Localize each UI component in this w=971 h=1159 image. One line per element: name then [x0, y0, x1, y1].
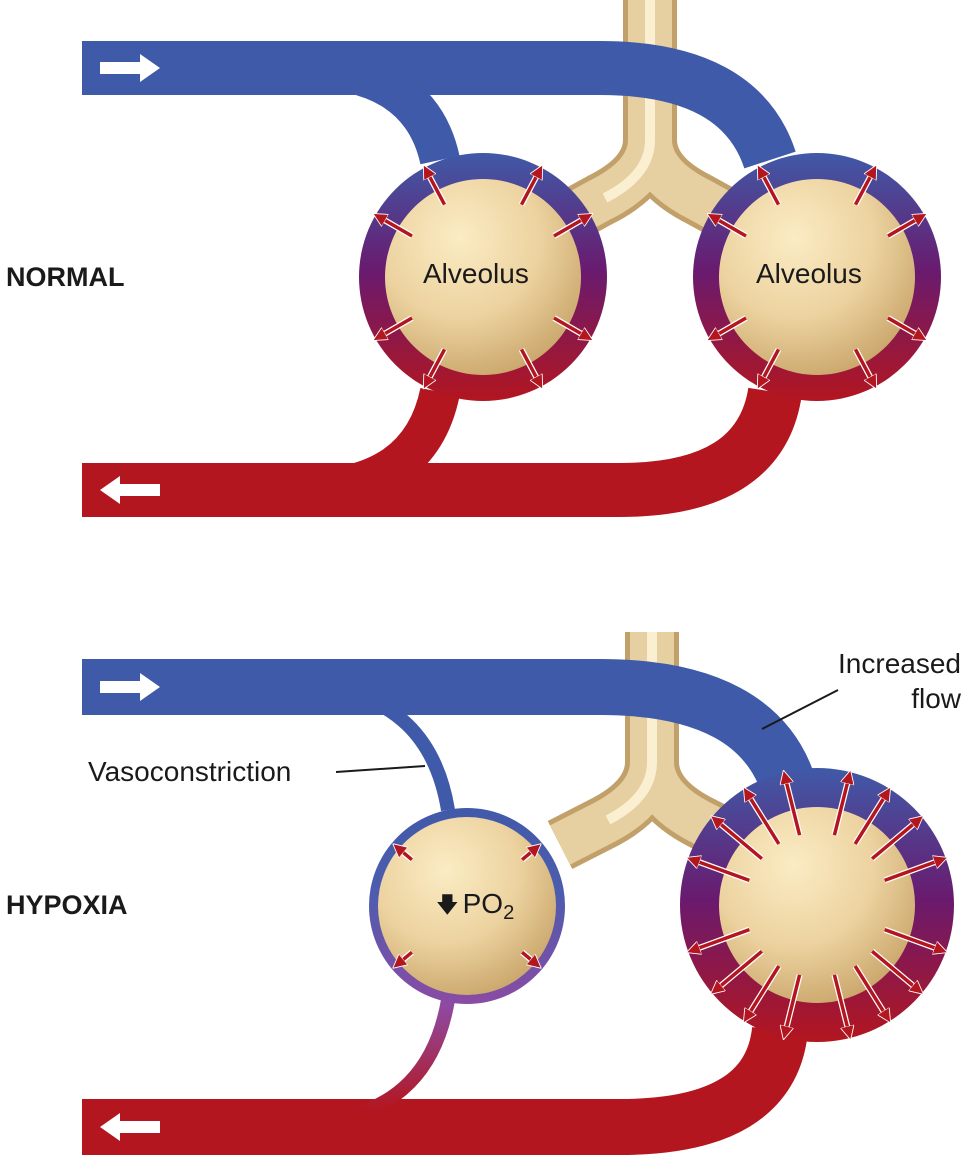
- red-arrow-icon: [853, 348, 873, 383]
- red-arrow-icon: [871, 949, 918, 990]
- po2-text: PO: [462, 888, 504, 919]
- red-arrow-icon: [832, 777, 849, 836]
- red-arrow-icon: [747, 793, 781, 845]
- red-arrow-icon: [427, 348, 447, 383]
- red-arrow-icon: [887, 316, 921, 337]
- red-arrow-icon: [379, 316, 413, 337]
- section-label-hypoxia: HYPOXIA: [6, 890, 128, 920]
- red-arrow-icon: [398, 950, 413, 964]
- increased-flow-leader-line: [761, 689, 839, 730]
- red-arrow-icon: [884, 927, 941, 951]
- red-arrow-icon: [713, 217, 747, 238]
- normal-inflow-vessel: [82, 41, 796, 170]
- red-arrow-icon: [693, 860, 750, 883]
- red-arrow-icon: [761, 348, 781, 383]
- red-arrow-icon: [713, 316, 747, 337]
- po2-subscript: 2: [503, 902, 515, 925]
- increased-flow-line2: flow: [911, 683, 961, 714]
- normal-outflow-vessel: [82, 386, 802, 517]
- red-arrow-icon: [553, 316, 587, 337]
- red-arrow-icon: [853, 793, 887, 845]
- vasoconstriction-leader-line: [335, 765, 426, 773]
- normal-airway: [546, 0, 754, 246]
- normal-left-alveolus: [385, 179, 581, 375]
- red-arrow-icon: [785, 777, 802, 836]
- left-alveolus-label: Alveolus: [423, 258, 529, 289]
- increased-flow-label: Increased flow: [838, 646, 961, 716]
- right-arrow-icon: [100, 54, 160, 82]
- red-arrow-icon: [521, 950, 536, 964]
- hypoxia-inflow-vessel: [82, 659, 817, 812]
- normal-diffusion-arrows: [379, 171, 921, 383]
- right-arrow-icon: [100, 673, 160, 701]
- red-arrow-icon: [887, 217, 921, 238]
- red-arrow-icon: [761, 171, 781, 206]
- hypoxia-right-alveolus: [719, 807, 915, 1003]
- red-arrow-icon: [832, 974, 849, 1033]
- po2-label: 🡇PO2: [436, 888, 514, 927]
- red-arrow-icon: [853, 171, 873, 206]
- normal-right-alveolus: [719, 179, 915, 375]
- red-arrow-icon: [519, 348, 539, 383]
- hypoxia-diffusion-arrows: [398, 777, 941, 1033]
- increased-flow-line1: Increased: [838, 648, 961, 679]
- right-alveolus-label: Alveolus: [756, 258, 862, 289]
- red-arrow-icon: [884, 860, 941, 883]
- red-arrow-icon: [853, 965, 887, 1017]
- left-arrow-icon: [100, 476, 160, 504]
- red-arrow-icon: [871, 820, 918, 861]
- red-arrow-icon: [398, 848, 413, 862]
- red-arrow-icon: [716, 949, 763, 990]
- red-arrow-icon: [519, 171, 539, 206]
- section-label-normal: NORMAL: [6, 262, 125, 292]
- red-arrow-icon: [427, 171, 447, 206]
- hypoxia-left-alveolus: [378, 817, 556, 995]
- red-arrow-icon: [716, 820, 763, 861]
- vasoconstriction-label: Vasoconstriction: [88, 756, 292, 787]
- hypoxia-outflow-vessel: [82, 998, 808, 1155]
- red-arrow-icon: [693, 927, 750, 951]
- hypoxia-panel: [82, 632, 954, 1155]
- red-arrow-icon: [379, 217, 413, 238]
- hypoxia-airway: [547, 632, 758, 870]
- down-arrow-icon: 🡇: [436, 892, 459, 917]
- normal-panel: [82, 0, 941, 517]
- red-arrow-icon: [785, 974, 802, 1033]
- red-arrow-icon: [747, 965, 781, 1017]
- red-arrow-icon: [553, 217, 587, 238]
- left-arrow-icon: [100, 1113, 160, 1141]
- red-arrow-icon: [521, 848, 536, 862]
